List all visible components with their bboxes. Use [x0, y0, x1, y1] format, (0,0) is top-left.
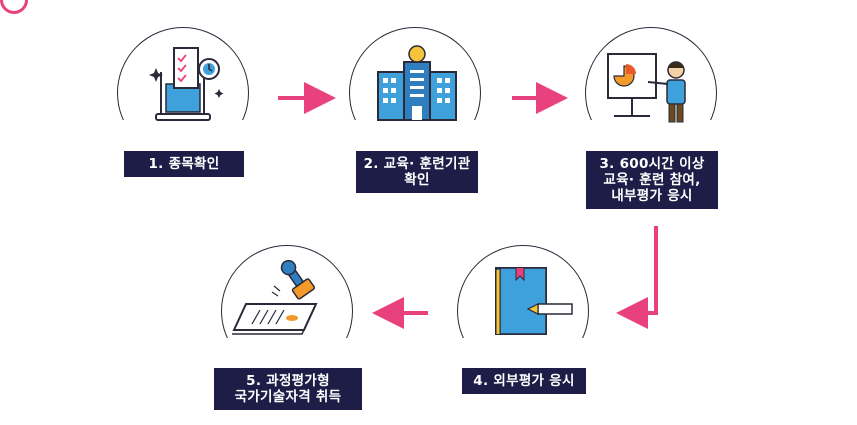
step-3-label: 3. 600시간 이상 교육· 훈련 참여, 내부평가 응시 — [586, 151, 718, 209]
step-5-line-2: 국가기술자격 취득 — [234, 389, 342, 405]
step-3-line-3: 내부평가 응시 — [611, 188, 693, 204]
arrow-3-to-4 — [616, 226, 658, 329]
step-3-line-1: 3. 600시간 이상 — [599, 156, 705, 172]
step-5-line-1: 5. 과정평가형 — [246, 373, 330, 389]
step-3-line-2: 교육· 훈련 참여, — [603, 172, 701, 188]
step-2-label: 2. 교육· 훈련기관 확인 — [356, 151, 478, 193]
training-building-icon — [377, 45, 457, 121]
step-2-line-2: 확인 — [404, 172, 430, 188]
step-4-label: 4. 외부평가 응시 — [462, 368, 586, 394]
step-5-circle — [220, 244, 356, 380]
step-2-circle — [348, 26, 484, 162]
checklist-laptop-icon — [149, 47, 224, 121]
presentation-teacher-icon — [607, 53, 686, 123]
step-1-label: 1. 종목확인 — [124, 151, 244, 177]
book-pen-icon — [495, 267, 573, 335]
step-4-circle — [456, 244, 592, 380]
step-1-line-1: 1. 종목확인 — [148, 156, 220, 172]
stamp-certificate-icon — [232, 259, 318, 335]
step-5-label: 5. 과정평가형 국가기술자격 취득 — [214, 368, 362, 410]
step-4-line-1: 4. 외부평가 응시 — [473, 373, 575, 389]
step-1-circle — [116, 26, 252, 162]
step-3-circle — [584, 26, 720, 162]
step-2-line-1: 2. 교육· 훈련기관 — [363, 156, 471, 172]
